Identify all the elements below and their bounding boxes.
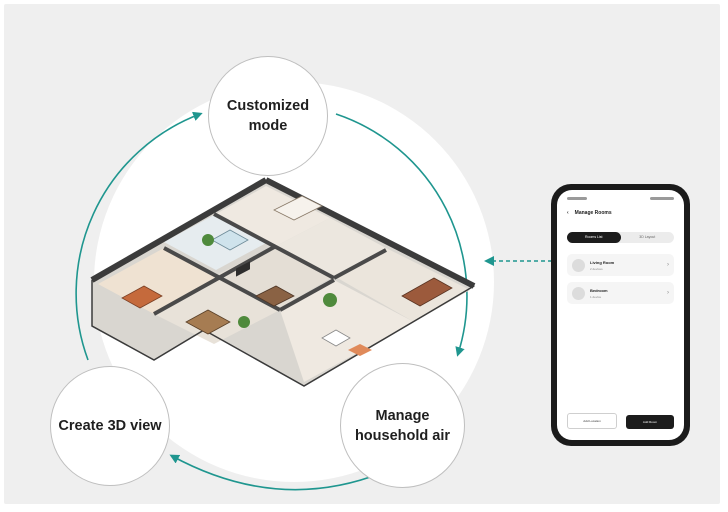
phone-app-header: ‹ Manage Rooms	[567, 210, 612, 216]
add-room-button[interactable]: Add Room	[626, 415, 674, 429]
wall-inner-3	[163, 246, 281, 312]
phone-segmented-control: Rooms List 3D Layout	[567, 232, 674, 243]
rug	[348, 344, 372, 356]
node-customized-mode-label: Customized mode	[226, 98, 310, 134]
sofa-center	[255, 285, 295, 307]
node-manage-household-air-label: Manage household air	[354, 407, 451, 444]
room-subtitle: 2 devices	[590, 266, 603, 271]
room-icon	[572, 258, 585, 272]
wall-inner-1	[153, 244, 277, 316]
phone-screen: ‹ Manage Rooms Rooms List 3D Layout Livi…	[557, 190, 684, 440]
plant-1	[202, 234, 214, 246]
chevron-right-icon: ›	[667, 262, 669, 268]
room-list-item[interactable]: Bedroom 1 device ›	[567, 282, 674, 304]
phone-mockup: ‹ Manage Rooms Rooms List 3D Layout Livi…	[551, 184, 690, 446]
wall-back-left	[90, 177, 268, 283]
phone-status-bar	[567, 197, 674, 202]
wall-inner-5	[279, 278, 335, 312]
node-manage-household-air: Manage household air	[340, 363, 465, 488]
wall-inner-2	[213, 212, 335, 280]
dining-table	[185, 309, 231, 335]
status-signal-icon	[650, 197, 674, 200]
coffee-table	[321, 329, 351, 347]
chevron-right-icon: ›	[667, 290, 669, 296]
plant-3	[323, 293, 337, 307]
room-name: Living Room	[590, 259, 615, 265]
floor-front-edge	[91, 280, 475, 387]
cycle-arrow-right	[335, 113, 468, 357]
add-location-button[interactable]: Add Location	[567, 413, 617, 429]
plant-2	[238, 316, 250, 328]
room-subtitle: 1 device	[590, 294, 602, 299]
sofa-left	[121, 285, 163, 309]
room-list-item[interactable]: Living Room 2 devices ›	[567, 254, 674, 276]
room-bedroom-top	[216, 186, 330, 246]
node-create-3d-view-label: Create 3D view	[58, 418, 162, 434]
bed	[273, 195, 323, 221]
node-customized-mode: Customized mode	[208, 56, 328, 176]
bathtub	[211, 229, 249, 251]
cycle-arrow-left	[75, 111, 203, 361]
cycle-arrow-bottom	[169, 454, 385, 491]
back-arrow-icon[interactable]: ‹	[567, 210, 569, 216]
house-floorplan	[90, 177, 476, 387]
room-name: Bedroom	[590, 287, 608, 293]
kitchen-counter	[401, 277, 453, 307]
room-lounge	[280, 280, 414, 382]
wall-tv	[236, 261, 250, 277]
room-right	[334, 248, 470, 322]
tab-3d-layout[interactable]: 3D Layout	[639, 235, 656, 239]
tab-rooms-list[interactable]: Rooms List	[567, 232, 621, 243]
phone-header-title: Manage Rooms	[574, 210, 612, 216]
room-icon	[572, 286, 585, 300]
node-create-3d-view: Create 3D view	[50, 366, 170, 486]
room-texts: Living Room 2 devices	[590, 260, 667, 271]
diagram-panel: Customized mode Create 3D view Manage ho…	[4, 4, 720, 504]
dashed-connector-arrowhead	[484, 256, 494, 266]
wall-inner-4	[333, 248, 387, 280]
room-hallway	[276, 218, 386, 276]
status-time-icon	[567, 197, 587, 200]
room-texts: Bedroom 1 device	[590, 288, 667, 299]
diagram-canvas	[75, 82, 580, 491]
